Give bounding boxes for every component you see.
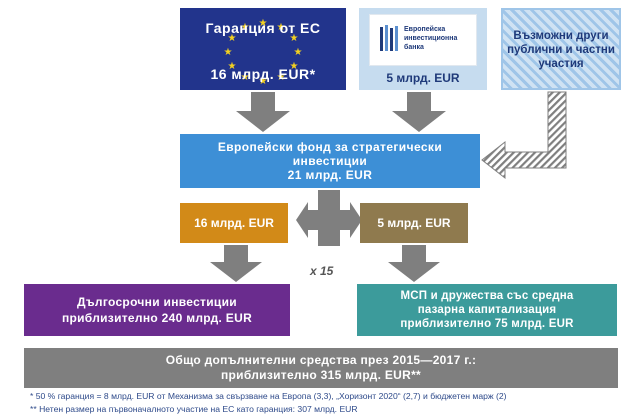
split-left-amount: 16 млрд. EUR	[194, 216, 274, 230]
svg-text:★: ★	[228, 61, 237, 72]
total-box: Общо допълнителни средства през 2015—201…	[24, 348, 618, 388]
eu-guarantee-amount: 16 млрд. EUR*	[210, 66, 316, 82]
efsi-amount: 21 млрд. EUR	[287, 168, 373, 182]
sme-line3: приблизително 75 млрд. EUR	[400, 318, 574, 330]
eu-guarantee-title: Гаранция от ЕС	[205, 20, 321, 36]
long-term-line2: приблизително 240 млрд. EUR	[61, 311, 253, 325]
sme-line2: пазарна капитализация	[417, 304, 557, 316]
efsi-box: Европейски фонд за стратегически инвести…	[180, 134, 480, 188]
arrow-eib-to-efsi	[392, 92, 446, 132]
multiplier-label: x 15	[310, 264, 334, 278]
efsi-line2: инвестиции	[292, 154, 368, 168]
sme-line1: МСП и дружества със средна	[400, 290, 574, 302]
eib-amount: 5 млрд. EUR	[386, 71, 460, 85]
svg-text:★: ★	[277, 22, 286, 33]
split-right-box: 5 млрд. EUR	[360, 203, 468, 243]
svg-text:★: ★	[259, 76, 268, 87]
long-term-investments-box: Дългосрочни инвестиции приблизително 240…	[24, 284, 290, 336]
arrow-split-right-down	[388, 245, 440, 282]
total-line1: Общо допълнителни средства през 2015—201…	[165, 353, 477, 367]
efsi-line1: Европейски фонд за стратегически	[217, 140, 443, 154]
svg-text:★: ★	[241, 72, 250, 83]
sme-box: МСП и дружества със средна пазарна капит…	[357, 284, 617, 336]
eu-stars-icon: ★ ★ ★ ★ ★ ★ ★ ★ ★ ★ ★ ★	[224, 18, 303, 87]
long-term-line1: Дългосрочни инвестиции	[77, 295, 237, 309]
svg-text:★: ★	[290, 33, 299, 44]
svg-text:★: ★	[241, 22, 250, 33]
eib-box: Европейска инвестиционна банка 5 млрд. E…	[359, 8, 487, 90]
svg-text:★: ★	[290, 61, 299, 72]
split-right-amount: 5 млрд. EUR	[377, 216, 451, 230]
eib-logo-icon	[380, 25, 398, 51]
svg-text:★: ★	[277, 72, 286, 83]
other-participants-label: Възможни други публични и частни участия	[507, 30, 615, 70]
svg-text:★: ★	[259, 18, 268, 29]
footnote-1: * 50 % гаранция = 8 млрд. EUR от Механиз…	[30, 391, 507, 401]
svg-text:★: ★	[224, 47, 233, 58]
total-line2: приблизително 315 млрд. EUR**	[220, 368, 422, 382]
arrow-eu-to-efsi	[236, 92, 290, 132]
eib-logo: Европейска инвестиционна банка	[369, 14, 477, 66]
arrow-efsi-split	[296, 190, 362, 246]
arrow-others-to-efsi	[481, 91, 567, 180]
other-participants-box: Възможни други публични и частни участия	[501, 8, 621, 90]
eib-logo-text: Европейска инвестиционна банка	[404, 26, 458, 51]
eu-guarantee-box: ★ ★ ★ ★ ★ ★ ★ ★ ★ ★ ★ ★ Гаранция от ЕС 1…	[180, 8, 346, 90]
footnote-2: ** Нетен размер на първоначалното участи…	[30, 404, 358, 414]
split-left-box: 16 млрд. EUR	[180, 203, 288, 243]
svg-text:★: ★	[228, 33, 237, 44]
svg-text:★: ★	[294, 47, 303, 58]
arrow-split-left-down	[210, 245, 262, 282]
